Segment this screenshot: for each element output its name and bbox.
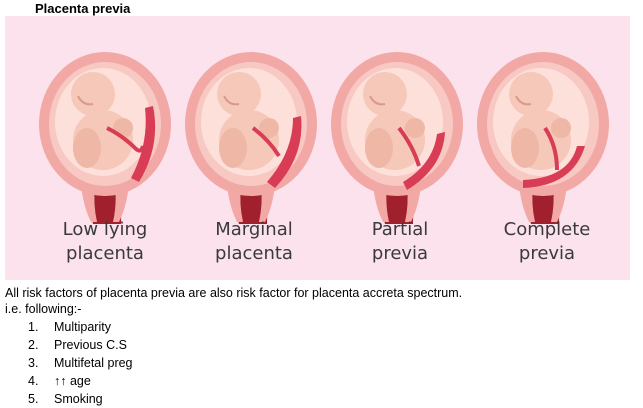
caption-complete: Complete previa — [472, 218, 622, 266]
intro-text: All risk factors of placenta previa are … — [5, 285, 462, 317]
list-number: 5. — [28, 392, 39, 406]
risk-factor-list: 1. Multiparity 2. Previous C.S 3. Multifeta… — [28, 318, 133, 408]
list-item-text: Smoking — [54, 392, 103, 406]
list-number: 1. — [28, 320, 39, 334]
intro-line-1: All risk factors of placenta previa are … — [5, 286, 463, 300]
panel-illustration-low-lying — [38, 51, 172, 225]
list-item: 4. ↑↑ age — [28, 372, 133, 390]
caption-low-lying: Low lying placenta — [30, 218, 180, 266]
caption-marginal: Marginal placenta — [179, 218, 329, 266]
list-number: 4. — [28, 374, 39, 388]
caption-complete-line2: previa — [518, 243, 576, 264]
panel-illustration-complete — [476, 51, 610, 225]
intro-line-2: i.e. following:- — [5, 302, 82, 316]
caption-low-lying-line2: placenta — [66, 243, 144, 264]
panel-illustration-marginal — [184, 51, 318, 225]
list-item: 2. Previous C.S — [28, 336, 133, 354]
page-heading: Placenta previa — [35, 1, 131, 16]
caption-marginal-line1: Marginal — [215, 219, 293, 240]
caption-complete-line1: Complete — [503, 219, 591, 240]
caption-partial-line2: previa — [371, 243, 429, 264]
list-item: 5. Smoking — [28, 390, 133, 408]
list-item-text: Multifetal preg — [54, 356, 133, 370]
panel-illustration-partial — [330, 51, 464, 225]
list-item: 1. Multiparity — [28, 318, 133, 336]
list-item-text: Multiparity — [54, 320, 111, 334]
list-item-text: Previous C.S — [54, 338, 127, 352]
list-item-text: ↑↑ age — [54, 374, 91, 388]
caption-partial: Partial previa — [325, 218, 475, 266]
caption-low-lying-line1: Low lying — [62, 219, 148, 240]
list-number: 3. — [28, 356, 39, 370]
figure-illustrations — [38, 51, 610, 225]
caption-marginal-line2: placenta — [215, 243, 293, 264]
placenta-previa-figure: Low lying placenta Marginal placenta Par… — [5, 16, 630, 280]
list-number: 2. — [28, 338, 39, 352]
list-item: 3. Multifetal preg — [28, 354, 133, 372]
caption-partial-line1: Partial — [371, 219, 429, 240]
